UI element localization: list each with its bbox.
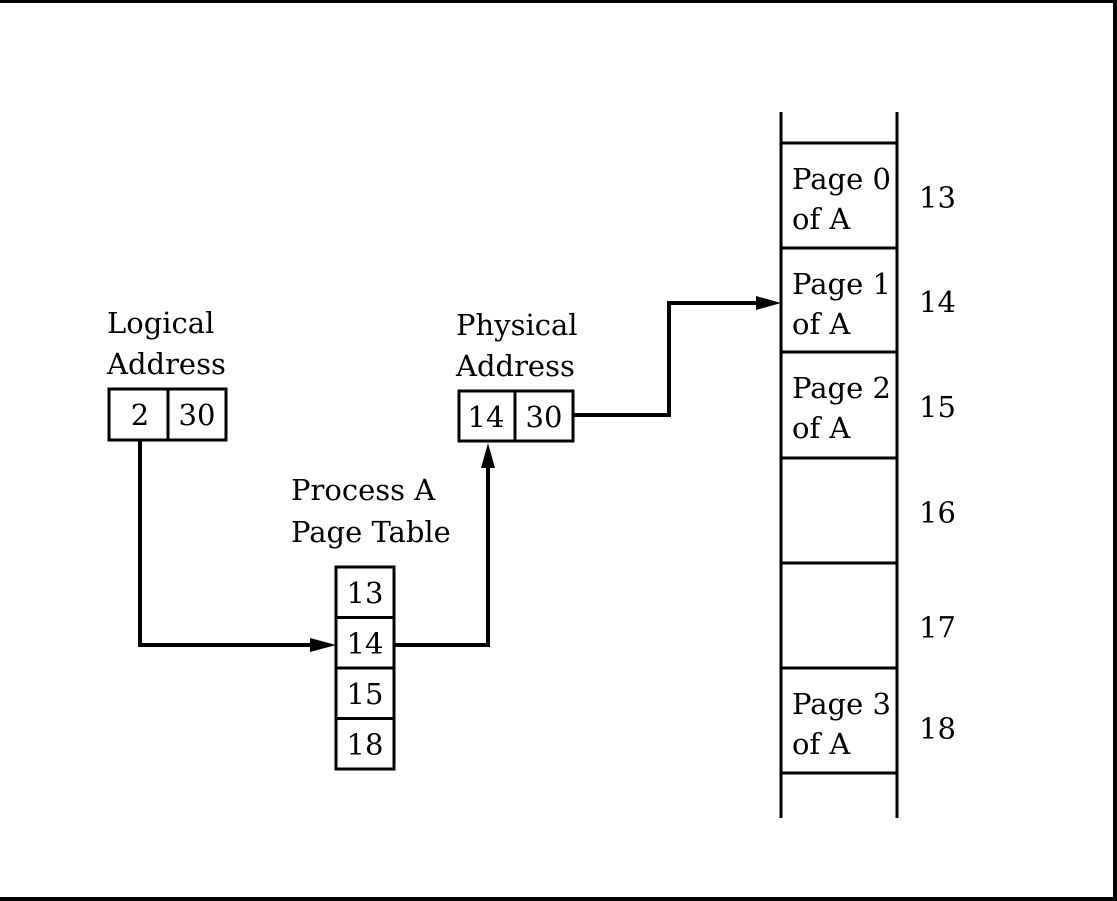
logical-address-title-2: Address — [106, 347, 226, 381]
page-table-entry: 18 — [347, 728, 384, 762]
memory-frame-number: 13 — [919, 181, 956, 215]
memory-frame-content-line2: of A — [792, 411, 851, 445]
page-table-title-1: Process A — [291, 473, 436, 507]
page-table-entry: 13 — [347, 576, 384, 610]
memory-frame-content-line2: of A — [792, 202, 851, 236]
page-table: Process A Page Table 13 14 15 18 — [291, 473, 451, 771]
memory-frame-number: 14 — [919, 285, 956, 319]
physical-address-title-1: Physical — [456, 308, 578, 342]
memory-frame-content-line1: Page 2 — [792, 371, 891, 405]
physical-frame-number: 14 — [468, 400, 505, 434]
logical-to-table-arrow — [138, 440, 312, 647]
memory-frame-content-line1: Page 3 — [792, 687, 891, 721]
memory-frame-14: Page 1 of A 14 — [792, 267, 956, 341]
table-to-physical-arrow — [394, 466, 490, 647]
logical-to-table-arrowhead — [310, 638, 336, 652]
memory-frame-number: 15 — [919, 390, 956, 424]
page-table-entry-box — [334, 565, 396, 619]
logical-address-title-1: Logical — [107, 306, 214, 340]
memory-frame-17: 17 — [919, 611, 956, 645]
page-table-entry: 14 — [347, 627, 384, 661]
logical-offset: 30 — [179, 398, 216, 432]
memory-frame-15: Page 2 of A 15 — [792, 371, 956, 445]
page-table-entry-box — [334, 717, 396, 771]
logical-page-number: 2 — [131, 398, 149, 432]
page-table-entry: 15 — [347, 677, 384, 711]
physical-address-title-2: Address — [455, 349, 575, 383]
memory-frame-content-line1: Page 0 — [792, 162, 891, 196]
physical-to-memory-arrow — [573, 301, 758, 417]
logical-address: Logical Address 2 30 — [106, 306, 228, 442]
physical-address: Physical Address 14 30 — [455, 308, 578, 443]
physical-to-memory-arrowhead — [756, 296, 781, 310]
table-to-physical-arrowhead — [481, 443, 495, 468]
page-table-title-2: Page Table — [291, 515, 451, 549]
memory-frame-content-line2: of A — [792, 727, 851, 761]
memory-frame-18: Page 3 of A 18 — [792, 687, 956, 761]
memory-frame-content-line1: Page 1 — [792, 267, 891, 301]
memory-frame-number: 16 — [919, 496, 956, 530]
memory-frame-16: 16 — [919, 496, 956, 530]
memory-frame-number: 18 — [919, 712, 956, 746]
memory-frame-number: 17 — [919, 611, 956, 645]
memory-frame-content-line2: of A — [792, 307, 851, 341]
memory-frame-13: Page 0 of A 13 — [792, 162, 956, 236]
physical-offset: 30 — [526, 400, 563, 434]
